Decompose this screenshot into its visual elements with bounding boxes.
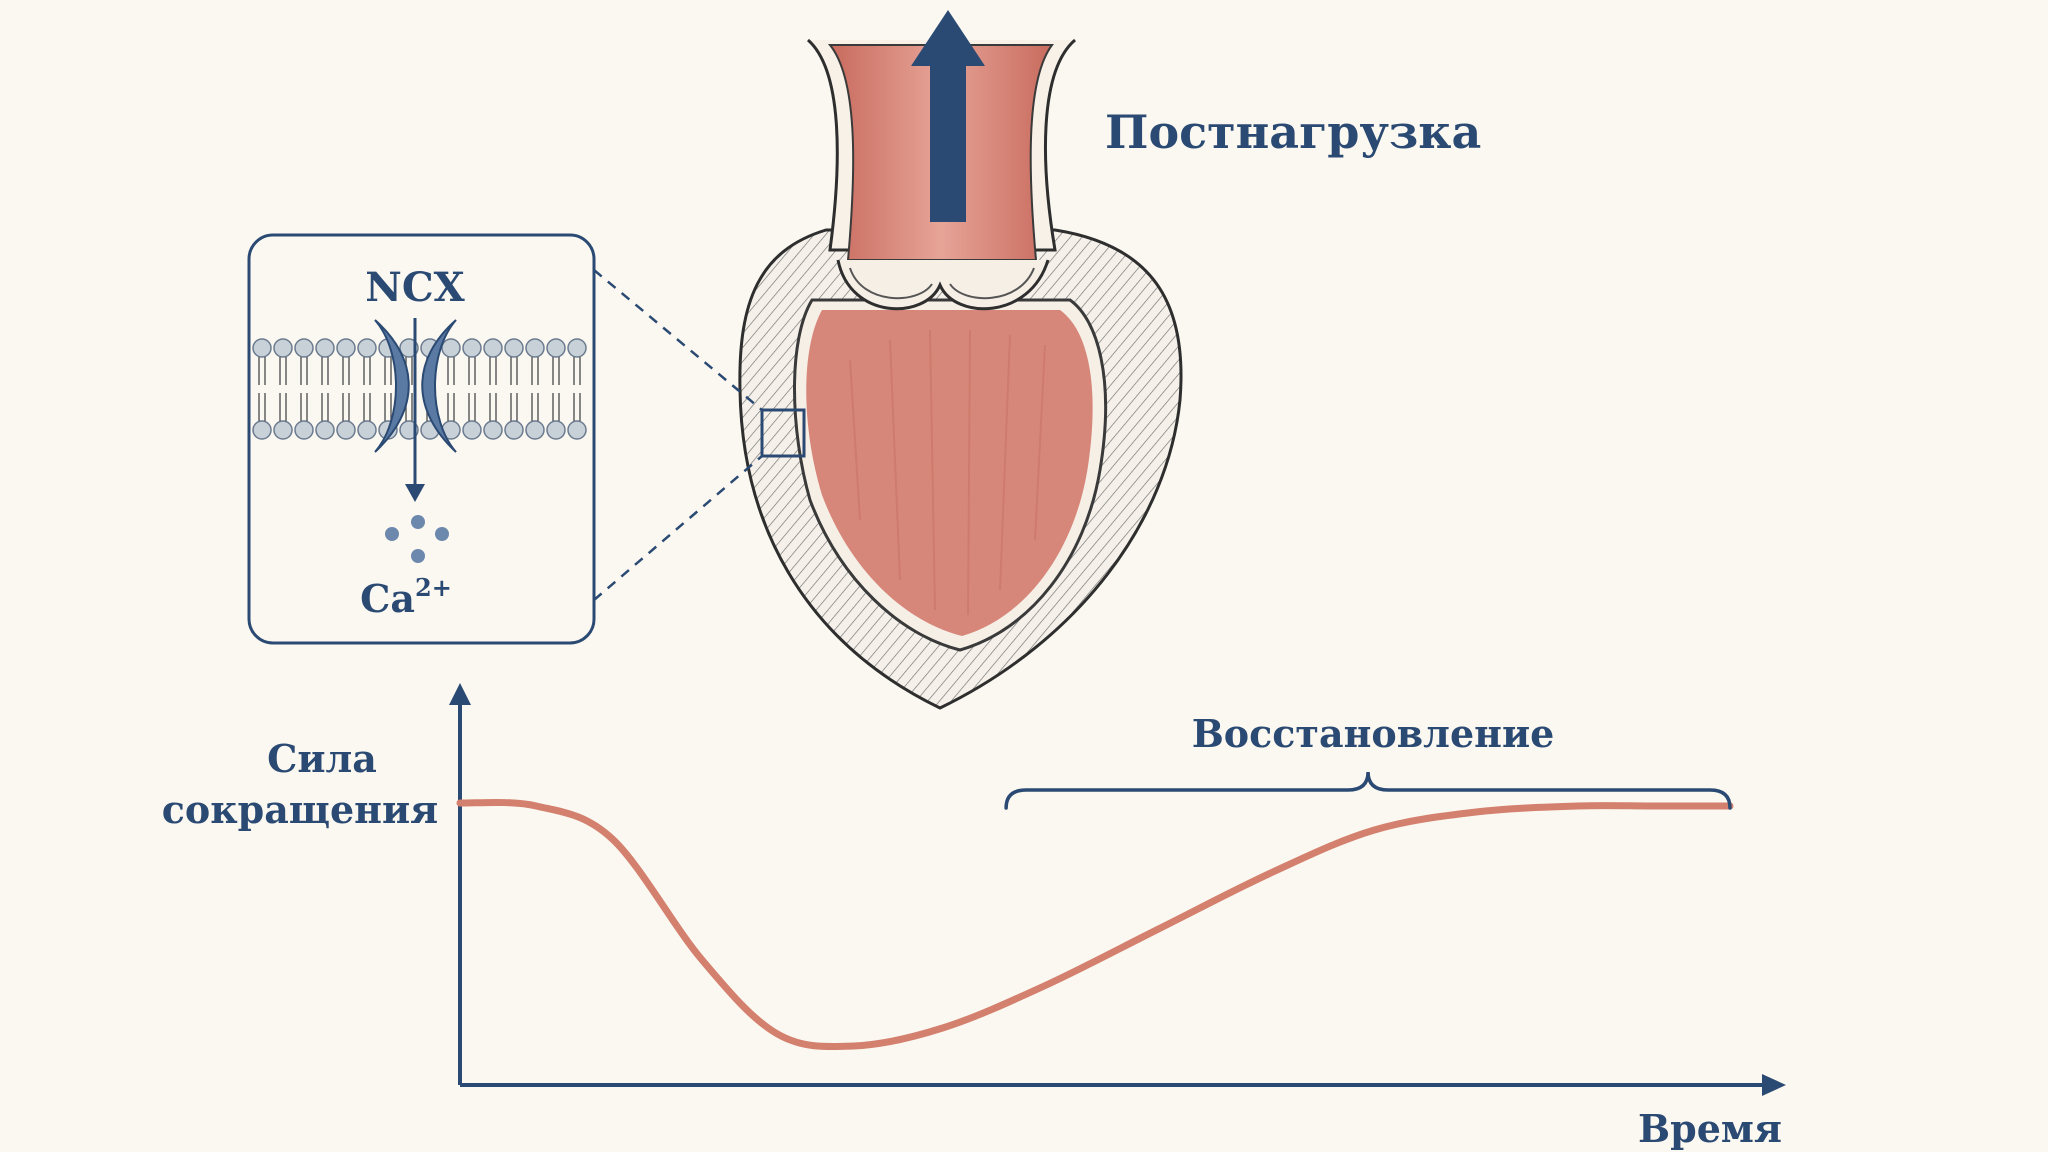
lipid-tail [258, 393, 266, 421]
aortic-valve-inner [849, 267, 1035, 300]
lipid-head [525, 338, 545, 358]
lipid-head [357, 338, 377, 358]
ventricle-cavity [806, 310, 1093, 636]
lipid-head [252, 338, 272, 358]
lipid-tail [342, 393, 350, 421]
inset-frame [247, 233, 596, 645]
lipid-tail [300, 393, 308, 421]
lipid-head [525, 420, 545, 440]
lipid-tail [279, 357, 287, 385]
lipid-head [462, 420, 482, 440]
x-axis-label: Время [1638, 1106, 1782, 1151]
lipid-tail [447, 357, 455, 385]
lipid-tail [258, 357, 266, 385]
lipid-tail [552, 357, 560, 385]
heart-illustration [738, 38, 1183, 710]
lipid-tail [321, 393, 329, 421]
lipid-head [504, 338, 524, 358]
lipid-head [504, 420, 524, 440]
cell-membrane [252, 338, 587, 440]
lipid-tail [384, 357, 392, 385]
lipid-tail [573, 393, 581, 421]
lipid-head [567, 420, 587, 440]
lipid-tail [510, 357, 518, 385]
lipid-head [315, 338, 335, 358]
ncx-flux-arrowhead [405, 484, 425, 502]
lipid-tail [552, 393, 560, 421]
ncx-label: NCX [365, 264, 464, 311]
ncx-transporter-right [421, 319, 457, 453]
calcium-charge: 2+ [415, 573, 452, 602]
lipid-head [357, 420, 377, 440]
series-points [460, 803, 1730, 1046]
lipid-tail [468, 357, 476, 385]
zoom-region-marker [760, 408, 806, 458]
calcium-symbol: Ca [360, 576, 415, 621]
lipid-head [252, 420, 272, 440]
y-axis-label-line1: Сила [267, 736, 377, 781]
y-axis-label-line2: сокращения [162, 787, 438, 832]
lipid-head [483, 420, 503, 440]
lipid-tail [384, 393, 392, 421]
x-axis-arrowhead [1762, 1074, 1786, 1096]
series-line [456, 798, 1734, 1051]
lipid-tail [279, 393, 287, 421]
lipid-head [336, 420, 356, 440]
lipid-tail [363, 393, 371, 421]
lipid-tail [342, 357, 350, 385]
lipid-head [273, 338, 293, 358]
lipid-head [546, 420, 566, 440]
lipid-head [336, 338, 356, 358]
lipid-tail [531, 357, 539, 385]
lipid-tail [531, 393, 539, 421]
recovery-label: Восстановление [1192, 711, 1555, 756]
lipid-head [546, 338, 566, 358]
lipid-tail [321, 357, 329, 385]
lipid-tail [573, 357, 581, 385]
force-time-chart: Сила сокращения Время Восстановление [162, 683, 1786, 1151]
afterload-label: Постнагрузка [1105, 105, 1481, 159]
zoom-line-top [593, 269, 763, 411]
ventricle-texture [849, 329, 1046, 616]
lipid-head [567, 338, 587, 358]
recovery-brace [1004, 771, 1732, 810]
lipid-tail [489, 357, 497, 385]
calcium-label: Ca2+ [360, 573, 452, 621]
ncx-inset: NCX Ca2+ [247, 233, 596, 645]
lipid-tail [300, 357, 308, 385]
lipid-head [315, 420, 335, 440]
lipid-head [294, 338, 314, 358]
lipid-head [441, 338, 461, 358]
lipid-head [294, 420, 314, 440]
ncx-transporter-left [374, 319, 410, 453]
zoom-line-bottom [593, 455, 763, 601]
lipid-tail [489, 393, 497, 421]
lipid-tail [510, 393, 518, 421]
lipid-head [483, 338, 503, 358]
y-axis-arrowhead [449, 683, 471, 705]
lipid-tail [363, 357, 371, 385]
lipid-tail [447, 393, 455, 421]
calcium-ions-icon [385, 515, 449, 563]
lipid-tail [468, 393, 476, 421]
lipid-head [273, 420, 293, 440]
lipid-head [462, 338, 482, 358]
up-arrow-icon [911, 10, 985, 222]
